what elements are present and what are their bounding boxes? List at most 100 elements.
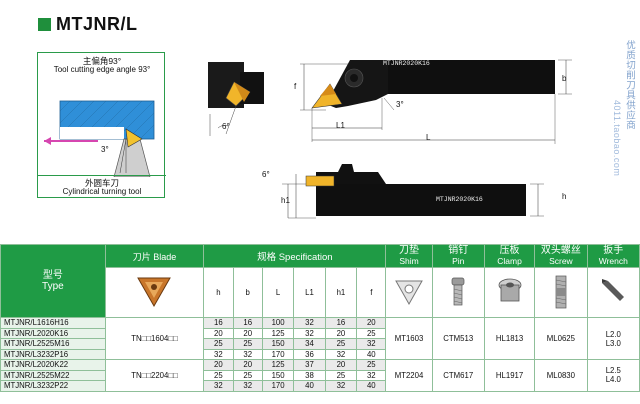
- title-square-icon: [38, 18, 51, 31]
- val-cell: 32: [356, 369, 387, 381]
- screw-header-cn: 双头螺丝: [540, 245, 581, 256]
- dim-b-label: b: [562, 74, 567, 83]
- screw-cell: ML0625: [534, 317, 588, 360]
- val-cell: 20: [324, 359, 358, 371]
- wrench-size: L2.5: [605, 366, 621, 376]
- val-cell: 25: [232, 338, 263, 350]
- shim-cell: MT2204: [385, 359, 433, 392]
- blade-icon-cell: [104, 267, 205, 318]
- pin-icon: [451, 277, 465, 305]
- clamp-header-cn: 压板: [499, 245, 520, 256]
- pin-cell: CTM617: [431, 359, 485, 392]
- holder-side-text: MTJNR2020K16: [436, 196, 483, 203]
- blade-cell: TN□□1604□□: [104, 317, 205, 360]
- val-cell: 38: [293, 369, 326, 381]
- screw-header: 双头螺丝 Screw: [534, 244, 588, 268]
- wrench-header-cn: 扳手: [603, 245, 624, 256]
- type-cell: MTJNR/L1616H16: [0, 317, 106, 329]
- turning-en-label: Cylindrical turning tool: [62, 187, 142, 196]
- val-cell: 150: [261, 338, 295, 350]
- val-cell: 40: [356, 348, 387, 360]
- val-cell: 25: [232, 369, 263, 381]
- val-cell: 125: [261, 359, 295, 371]
- val-cell: 25: [356, 359, 387, 371]
- wrench-size: L2.0: [605, 329, 621, 339]
- wrench-size: L4.0: [605, 375, 621, 385]
- triangle-insert-icon: [137, 277, 172, 307]
- clamp-icon-cell: [483, 267, 536, 318]
- spec-col-L: L: [261, 267, 295, 318]
- spec-table: 型号 Type 刀片 Blade 规格 Specification 刀垫 Shi…: [0, 244, 640, 392]
- deg3-label: 3°: [396, 100, 404, 109]
- wrench-size: L3.0: [605, 338, 621, 348]
- val-cell: 16: [232, 317, 263, 329]
- val-cell: 20: [232, 359, 263, 371]
- holder-top-text: MTJNR2020K16: [383, 60, 430, 67]
- wrench-header-en: Wrench: [598, 256, 628, 266]
- val-cell: 16: [203, 317, 234, 329]
- blade-header: 刀片 Blade: [104, 244, 205, 268]
- spec-col-h1: h1: [324, 267, 358, 318]
- type-header: 型号 Type: [0, 244, 106, 318]
- shim-header: 刀垫 Shim: [385, 244, 433, 268]
- watermark-cn: 优质切削刀具供应商: [624, 40, 635, 130]
- screw-icon-cell: [534, 267, 588, 318]
- val-cell: 32: [203, 380, 234, 392]
- val-cell: 20: [324, 327, 358, 339]
- angle-en-label: Tool cutting edge angle 93°: [53, 65, 151, 74]
- title-block: MTJNR/L: [38, 14, 138, 35]
- top-view-drawing: [300, 59, 572, 144]
- val-cell: 40: [356, 380, 387, 392]
- info-box: 主偏角93° Tool cutting edge angle 93°: [37, 52, 166, 198]
- front-view-drawing: [208, 62, 264, 136]
- val-cell: 25: [324, 338, 358, 350]
- type-header-en: Type: [42, 281, 64, 292]
- dim-l1-label: L1: [336, 121, 345, 130]
- spec-col-f: f: [356, 267, 387, 318]
- angle-cn-label: 主偏角93°: [82, 56, 122, 66]
- dim-l-label: L: [426, 133, 431, 142]
- val-cell: 25: [324, 369, 358, 381]
- deg6b-label: 6°: [262, 170, 270, 179]
- shim-header-cn: 刀垫: [399, 245, 419, 256]
- dim-h1-label: h1: [281, 196, 290, 205]
- type-cell: MTJNR/L2020K16: [0, 327, 106, 339]
- val-cell: 25: [356, 327, 387, 339]
- shim-icon-cell: [385, 267, 433, 318]
- val-cell: 34: [293, 338, 326, 350]
- clamp-header-en: Clamp: [497, 256, 522, 266]
- val-cell: 100: [261, 317, 295, 329]
- pin-header-cn: 销钉: [448, 245, 469, 256]
- clamp-header: 压板 Clamp: [483, 244, 536, 268]
- type-cell: MTJNR/L2525M16: [0, 338, 106, 350]
- wrench-icon-cell: [586, 267, 640, 318]
- pin-header-en: Pin: [452, 256, 465, 266]
- screw-header-en: Screw: [549, 256, 573, 266]
- val-cell: 32: [293, 317, 326, 329]
- clamp-cell: HL1917: [483, 359, 536, 392]
- side-view-drawing: [282, 164, 544, 219]
- spec-header: 规格 Specification: [203, 244, 387, 268]
- val-cell: 32: [232, 380, 263, 392]
- wrench-cell: L2.5 L4.0: [586, 359, 640, 392]
- val-cell: 25: [203, 338, 234, 350]
- pin-header: 销钉 Pin: [431, 244, 485, 268]
- pin-cell: CTM513: [431, 317, 485, 360]
- val-cell: 32: [324, 348, 358, 360]
- val-cell: 25: [203, 369, 234, 381]
- val-cell: 36: [293, 348, 326, 360]
- wrench-icon: [602, 278, 625, 301]
- type-cell: MTJNR/L3232P16: [0, 348, 106, 360]
- info-divider: [38, 175, 166, 176]
- clamp-icon: [498, 278, 521, 301]
- dim-h-label: h: [562, 192, 567, 201]
- wrench-header: 扳手 Wrench: [586, 244, 640, 268]
- shim-header-en: Shim: [399, 256, 419, 266]
- watermark-url: 4011.taobao.com: [612, 100, 622, 177]
- val-cell: 20: [203, 327, 234, 339]
- val-cell: 20: [232, 327, 263, 339]
- cutting-diagram: [44, 100, 155, 177]
- type-cell: MTJNR/L2525M22: [0, 369, 106, 381]
- val-cell: 40: [293, 380, 326, 392]
